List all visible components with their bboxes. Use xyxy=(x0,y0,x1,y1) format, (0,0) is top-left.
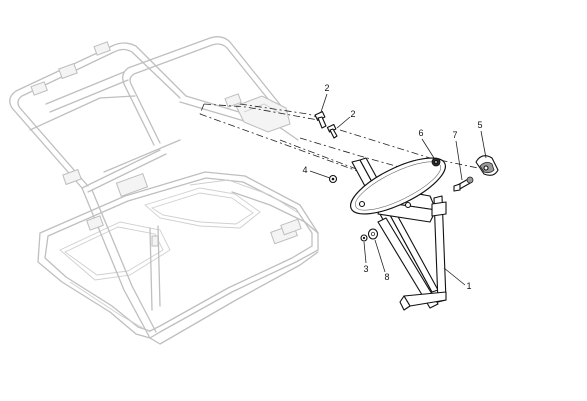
callout-3: 3 xyxy=(363,264,368,274)
part-4-nut xyxy=(328,174,338,184)
callout-7: 7 xyxy=(452,130,457,140)
callout-2-lower: 2 xyxy=(350,109,355,119)
callout-6: 6 xyxy=(418,128,423,138)
callout-1: 1 xyxy=(466,281,471,291)
part-3-nut xyxy=(360,234,368,242)
ghosted-vehicle-frame xyxy=(9,36,319,345)
callout-8: 8 xyxy=(384,272,389,282)
part-2-bolt-upper xyxy=(314,111,327,129)
callout-labels: 1 2 2 3 4 5 6 7 8 xyxy=(302,83,482,291)
part-8-washer xyxy=(367,228,379,240)
part-6-mirror-plate xyxy=(350,157,446,215)
callout-4: 4 xyxy=(302,165,307,175)
part-2-bolt-lower xyxy=(326,123,338,139)
leader-lines xyxy=(309,93,487,286)
part-7-stud xyxy=(453,176,474,192)
callout-2-upper: 2 xyxy=(324,83,329,93)
callout-5: 5 xyxy=(477,120,482,130)
part-5-knob xyxy=(475,155,499,176)
